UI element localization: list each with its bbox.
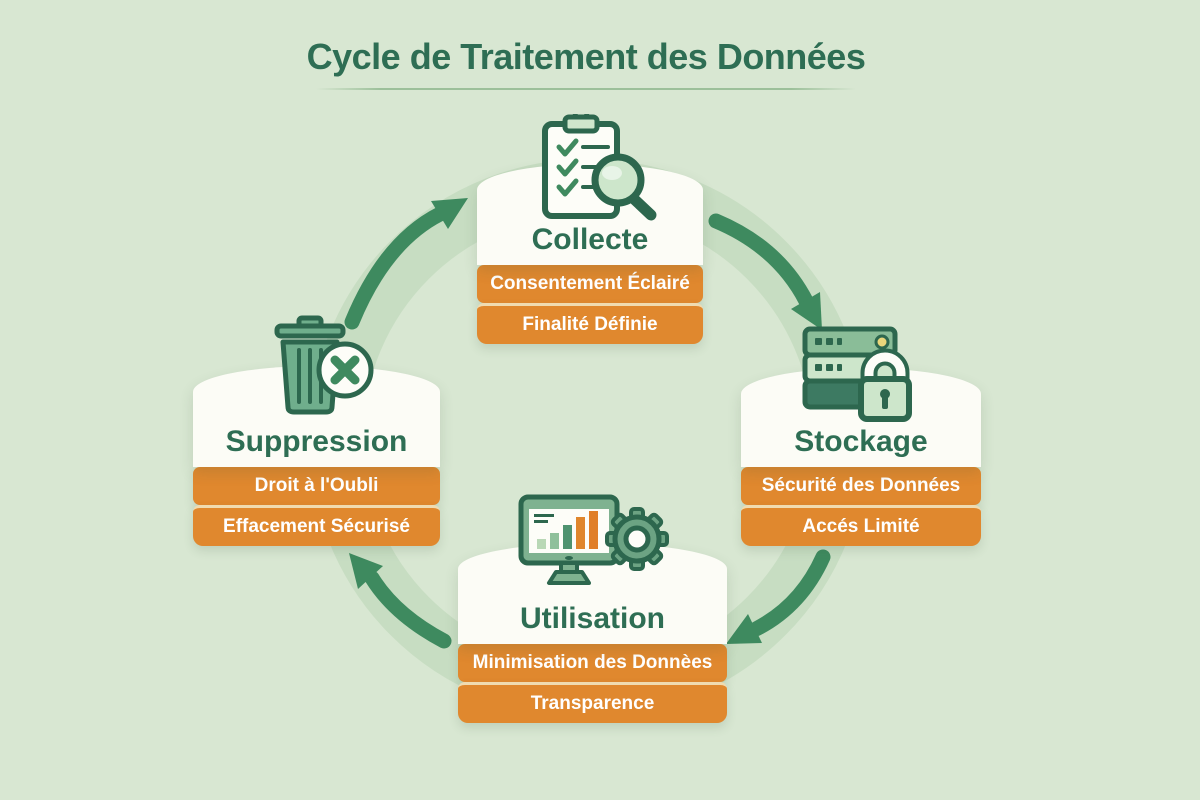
stage-utilisation: Utilisation Minimisation des Donnèes Tra… [458, 494, 727, 723]
collecte-tags: Consentement Éclairé Finalité Définie [477, 265, 703, 344]
header: Cycle de Traitement des Données [0, 36, 1186, 90]
stage-collecte: Collecte Consentement Éclairé Finalité D… [477, 109, 703, 344]
monitor-chart-gear-icon [518, 494, 669, 585]
arrow-utilisation-to-suppression [349, 553, 452, 649]
tag-transparence: Transparence [458, 682, 727, 723]
server-lock-icon [802, 326, 912, 422]
utilisation-icon-wrap [513, 487, 673, 604]
stage-title-collecte: Collecte [531, 223, 649, 256]
stage-title-suppression: Suppression [225, 425, 408, 458]
arrow-stockage-to-utilisation [726, 549, 831, 644]
stage-title-utilisation: Utilisation [519, 602, 665, 635]
tag-minimisation: Minimisation des Donnèes [458, 644, 727, 682]
stockage-icon-wrap [791, 323, 931, 436]
tag-finalite: Finalité Définie [477, 303, 703, 344]
utilisation-tags: Minimisation des Donnèes Transparence [458, 644, 727, 723]
tag-consentement: Consentement Éclairé [477, 265, 703, 303]
stage-stockage: Stockage Sécurité des Données Accés Limi… [741, 326, 981, 546]
clipboard-checklist-magnifier-icon [542, 109, 657, 221]
title-underline [316, 88, 856, 90]
trash-delete-icon [274, 315, 373, 415]
stage-suppression: Suppression Droit à l'Oubli Effacement S… [193, 315, 440, 546]
tag-securite: Sécurité des Données [741, 467, 981, 505]
collecte-icon-wrap [515, 109, 665, 229]
stage-title-stockage: Stockage [794, 425, 928, 458]
tag-effacement: Effacement Sécurisé [193, 505, 440, 546]
stockage-tags: Sécurité des Données Accés Limité [741, 467, 981, 546]
suppression-tags: Droit à l'Oubli Effacement Sécurisé [193, 467, 440, 546]
suppression-icon-wrap [247, 314, 387, 427]
arrow-suppression-to-collecte [344, 198, 468, 330]
tag-droit-oubli: Droit à l'Oubli [193, 467, 440, 505]
tag-acces: Accés Limité [741, 505, 981, 546]
arrow-collecte-to-stockage [708, 213, 822, 330]
page-title: Cycle de Traitement des Données [306, 36, 866, 77]
